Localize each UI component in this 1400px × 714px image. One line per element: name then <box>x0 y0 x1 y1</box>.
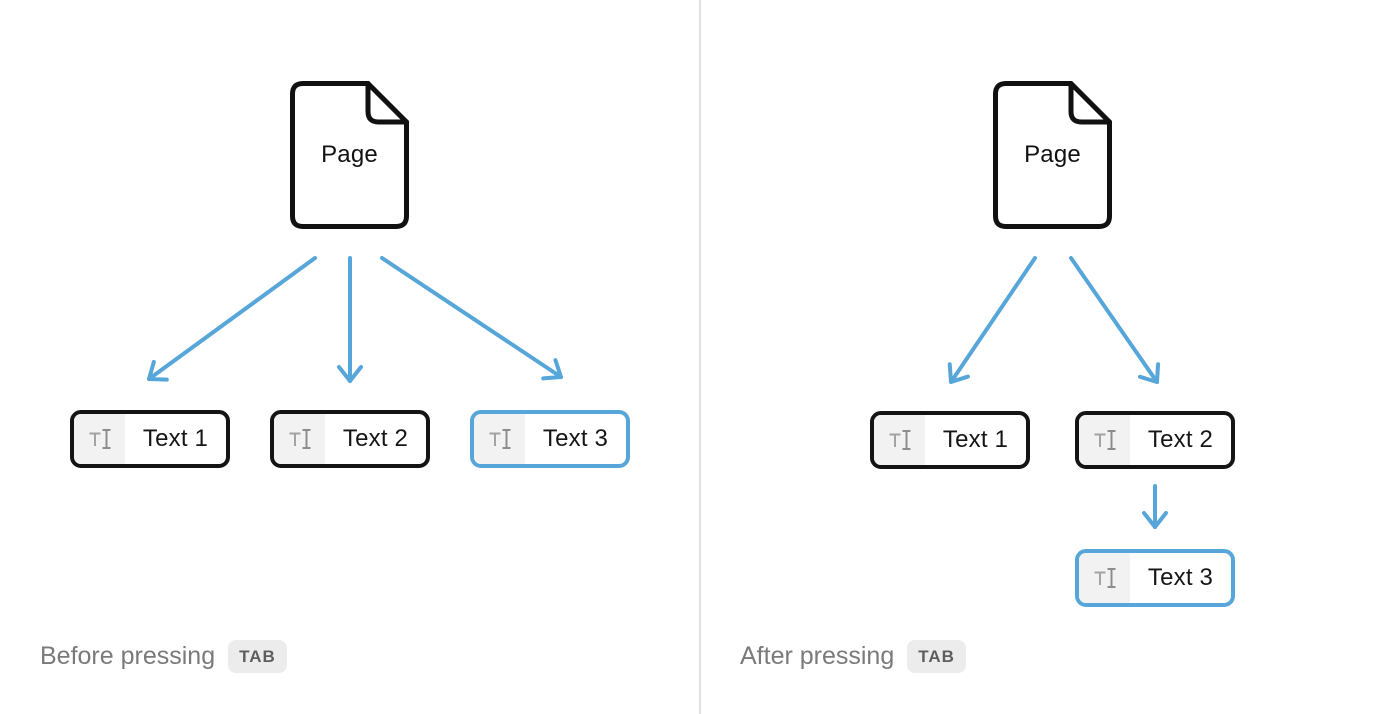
caption-text: Before pressing <box>40 642 216 671</box>
text-cursor-icon <box>274 414 325 464</box>
page-icon: Page <box>290 81 409 229</box>
document-shape <box>290 81 409 229</box>
block-label: Text 2 <box>1147 426 1214 453</box>
text-cursor-icon <box>474 414 525 464</box>
page-icon: Page <box>993 81 1112 229</box>
text-block-3-after: Text 3 <box>1075 549 1235 607</box>
text-block-2-after: Text 2 <box>1075 411 1235 469</box>
text-block-1-after: Text 1 <box>870 411 1030 469</box>
text-cursor-icon <box>1079 553 1130 603</box>
arrow-page-to-text1-before <box>147 256 317 382</box>
text-cursor-icon <box>1079 415 1130 465</box>
text-block-3-before: Text 3 <box>470 410 630 468</box>
tab-key-badge: TAB <box>228 640 287 674</box>
block-label: Text 3 <box>542 425 609 452</box>
block-label: Text 1 <box>142 425 209 452</box>
arrow-page-to-text3-before <box>380 256 563 381</box>
block-label: Text 3 <box>1147 564 1214 591</box>
arrow-page-to-text2-after <box>1069 256 1161 384</box>
text-block-2-before: Text 2 <box>270 410 430 468</box>
caption-text: After pressing <box>740 642 895 671</box>
text-block-1-before: Text 1 <box>70 410 230 468</box>
document-shape <box>993 81 1112 229</box>
block-label: Text 1 <box>942 426 1009 453</box>
arrow-page-to-text1-after <box>947 256 1037 384</box>
caption-after: After pressing TAB <box>740 640 966 674</box>
tab-key-badge: TAB <box>907 640 966 674</box>
page-label: Page <box>1024 141 1081 168</box>
panel-divider <box>699 0 701 714</box>
text-cursor-icon <box>74 414 125 464</box>
text-cursor-icon <box>874 415 925 465</box>
caption-before: Before pressing TAB <box>40 640 287 674</box>
page-label: Page <box>321 141 378 168</box>
block-label: Text 2 <box>342 425 409 452</box>
